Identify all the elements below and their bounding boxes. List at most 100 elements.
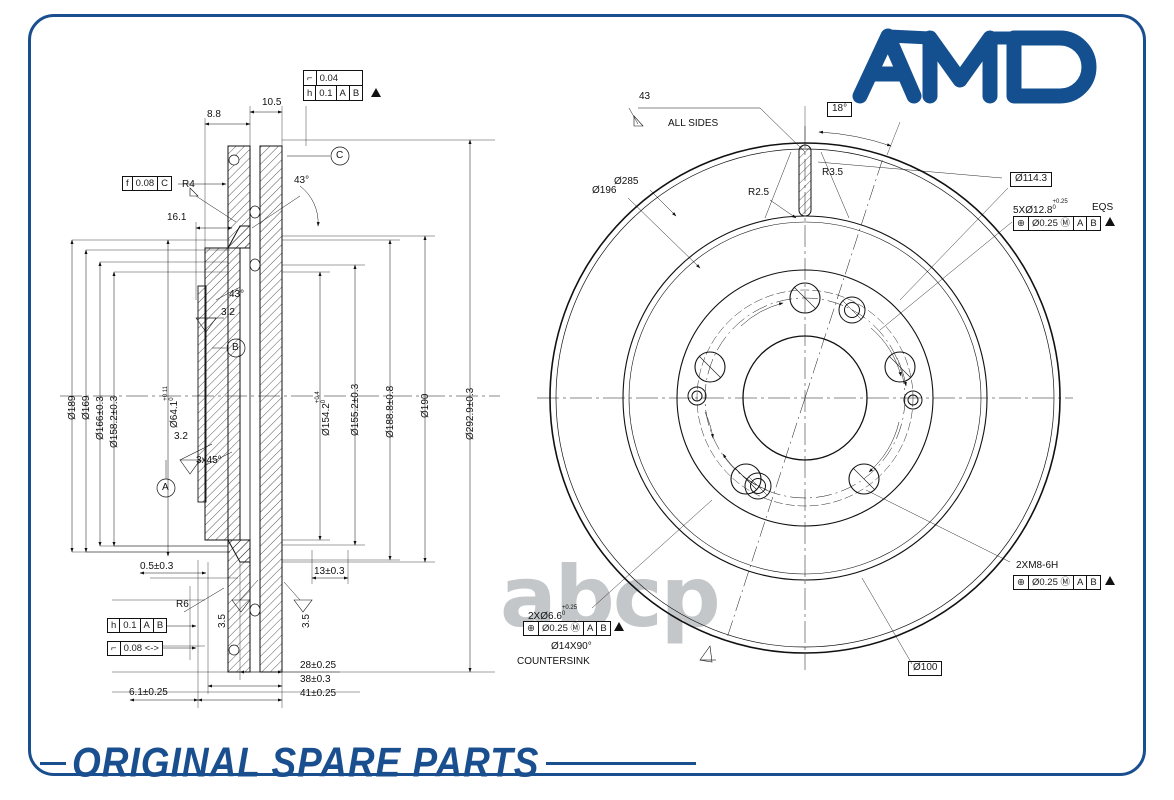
gdt-row-profile: ⌐ 0.04	[304, 71, 363, 86]
gdt-datum-a4: A	[1074, 576, 1088, 589]
gdt-symbol-profile: ⌐	[304, 71, 317, 85]
gdt-value-h-0-1: 0.1	[120, 619, 141, 632]
gdt-datum-a3: A	[1074, 217, 1088, 230]
gdt-datum-a2: A	[141, 619, 154, 632]
datum-b: B	[232, 342, 239, 353]
gdt-symbol-profile2: ⌐	[108, 642, 121, 655]
gdt-symbol-position: ⊕	[1014, 217, 1029, 230]
gdt-flatness-f: f 0.08 C	[122, 176, 173, 191]
callout-5x12-8-suffix: EQS	[1092, 202, 1114, 213]
angle-43-mid: 43°	[229, 289, 245, 300]
gdt-value-0-1: 0.1	[316, 86, 337, 100]
gdt-runout-h-bottom: h 0.1 A B	[107, 618, 168, 633]
gdt-position-2x6-6: ⊕ Ø0.25 Ⓜ A B	[523, 621, 611, 636]
datum-a: A	[162, 482, 169, 493]
dim-38: 38±0.3	[300, 674, 331, 685]
dim-28: 28±0.25	[300, 660, 337, 671]
surface-note-value: 43	[639, 91, 651, 102]
dia-166: Ø166±0.3	[95, 396, 106, 440]
datum-triangle-top	[371, 88, 381, 97]
amd-logo	[852, 18, 1152, 104]
gdt-tolerance-value3: Ø0.25 Ⓜ	[539, 622, 584, 635]
tagline-block: ORIGINAL SPARE PARTS	[40, 736, 740, 790]
angle-18-box: 18°	[827, 102, 853, 117]
dim-13: 13±0.3	[314, 566, 345, 577]
gdt-datum-c: C	[161, 177, 169, 189]
callout-2xm8-spec: 2XM8-6H	[1016, 560, 1059, 571]
gdt-datum-b: B	[352, 87, 360, 99]
gdt-symbol-position2: ⊕	[1014, 576, 1029, 589]
dia-169: Ø169	[81, 395, 92, 420]
gdt-datum-a: A	[337, 86, 350, 100]
gdt-symbol-runout: h	[304, 86, 317, 100]
dia-100-box: Ø100	[908, 661, 943, 676]
dim-8-8: 8.8	[207, 109, 221, 120]
dim-6-1: 6.1±0.25	[129, 687, 168, 698]
tagline-rule-right	[545, 761, 696, 765]
datum-triangle-5x	[1105, 217, 1115, 226]
gdt-position-5x: ⊕ Ø0.25 Ⓜ A B	[1013, 216, 1101, 231]
gdt-datum-b3: B	[1090, 217, 1097, 229]
countersink-label: COUNTERSINK	[517, 656, 590, 667]
radius-r6: R6	[176, 599, 189, 610]
dia-190: Ø190	[420, 393, 431, 418]
dia-114-3-box: Ø114.3	[1010, 172, 1053, 187]
tagline-text: ORIGINAL SPARE PARTS	[72, 739, 540, 786]
datum-c: C	[336, 150, 344, 161]
dim-0-5: 0.5±0.3	[140, 561, 174, 572]
finish-3-5-left: 3.5	[217, 614, 228, 628]
dia-158-2: Ø158.2±0.3	[109, 395, 120, 448]
gdt-top-stack: ⌐ 0.04 h 0.1 A B	[303, 70, 364, 101]
dia-285: Ø285	[614, 176, 639, 187]
gdt-tolerance-value2: Ø0.25 Ⓜ	[1029, 576, 1074, 589]
gdt-profile-c-bottom: ⌐ 0.08 <->	[107, 641, 163, 656]
radius-r2-5: R2.5	[748, 187, 770, 198]
gdt-datum-b4: B	[1090, 576, 1097, 588]
dia-154-2-value: Ø154.2	[321, 403, 333, 436]
dia-292-9: Ø292.9±0.3	[465, 387, 476, 440]
datum-triangle-2x6-6	[614, 622, 624, 631]
gdt-symbol-position3: ⊕	[524, 622, 539, 635]
gdt-symbol-f: f	[123, 177, 133, 190]
chamfer-3x45: 3x45°	[196, 455, 222, 466]
gdt-value-0-08: 0.08	[133, 177, 159, 190]
dia-189: Ø189	[67, 395, 78, 420]
radius-r3-5: R3.5	[822, 167, 844, 178]
tagline-rule-left	[40, 761, 66, 765]
dim-16-1: 16.1	[167, 212, 187, 223]
gdt-datum-a5: A	[584, 622, 598, 635]
gdt-value-0-08-bi: 0.08 <->	[123, 642, 159, 654]
gdt-datum-b2: B	[156, 619, 164, 631]
gdt-value-0-04: 0.04	[319, 72, 339, 84]
spec-text2: 2XØ6.6	[528, 611, 562, 623]
dia-64-1-value: Ø64.1	[169, 400, 181, 428]
surface-note-text: ALL SIDES	[668, 118, 719, 129]
countersink-dia: Ø14X90°	[551, 641, 592, 652]
dia-196: Ø196	[592, 185, 617, 196]
dia-188-8: Ø188.8±0.8	[385, 385, 396, 438]
finish-3-2-lower: 3.2	[174, 431, 188, 442]
gdt-datum-b5: B	[600, 622, 607, 634]
gdt-row-runout: h 0.1 A B	[304, 86, 362, 100]
radius-r4: R4	[182, 179, 195, 190]
spec-text: 5XØ12.8	[1013, 205, 1053, 217]
datum-triangle-2xm8	[1105, 576, 1115, 585]
angle-43-top: 43°	[294, 175, 310, 186]
finish-3-2-upper: 3.2	[221, 307, 235, 318]
dia-155-2: Ø155.2±0.3	[350, 383, 361, 436]
gdt-tolerance-value: Ø0.25 Ⓜ	[1029, 217, 1074, 230]
gdt-position-2xm8: ⊕ Ø0.25 Ⓜ A B	[1013, 575, 1101, 590]
dim-41: 41±0.25	[300, 688, 337, 699]
finish-3-5-right: 3.5	[301, 614, 312, 628]
gdt-symbol-h: h	[108, 619, 121, 632]
